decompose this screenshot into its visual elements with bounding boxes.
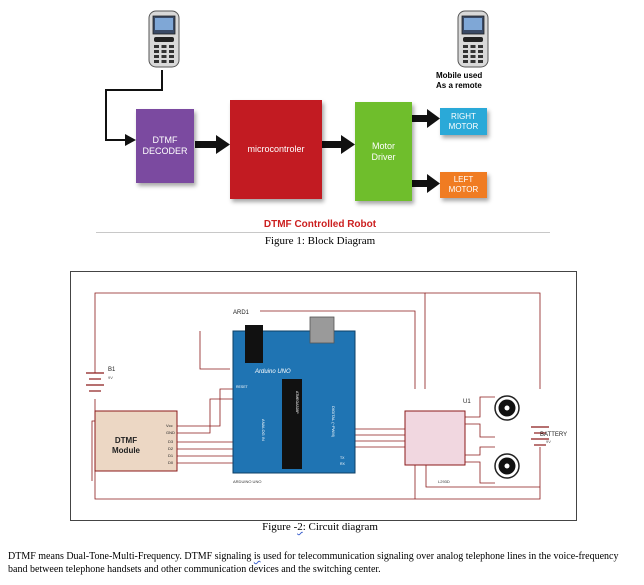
figure2-caption-number: 2: [297, 521, 303, 533]
figure2-caption-prefix: Figure -: [262, 521, 298, 533]
right-motor-line1: RIGHT: [451, 111, 476, 121]
motor-driver-block: Motor Driver: [355, 102, 412, 201]
figure2-caption-suffix: : Circuit diagram: [302, 521, 378, 533]
mobile-remote-label-line1: Mobile used: [436, 71, 483, 80]
paragraph-part1: DTMF means Dual-Tone-Multi-Frequency. DT…: [8, 551, 254, 562]
mobile-remote-label-line2: As a remote: [436, 81, 482, 90]
dtmf-paragraph: DTMF means Dual-Tone-Multi-Frequency. DT…: [8, 550, 638, 576]
left-motor-line2: MOTOR: [448, 185, 479, 194]
mobile-remote-label: Mobile used As a remote: [436, 71, 516, 91]
mobile-phone-left-icon: [147, 10, 181, 68]
motor-driver-line1: Motor: [371, 140, 395, 151]
battery-right-symbol: [531, 426, 549, 446]
right-motor-block: RIGHT MOTOR: [440, 108, 487, 135]
dtmf-pin-d0: D0: [168, 460, 174, 465]
left-motor-line1: LEFT: [453, 175, 474, 184]
rx-pin-label: RX: [340, 462, 346, 466]
block-diagram-connectors: [105, 70, 440, 193]
paragraph-is-word: is: [253, 551, 261, 562]
digital-pwm-label: DIGITAL (~PWM): [331, 406, 336, 438]
right-motor-line2: MOTOR: [448, 121, 479, 131]
figure2-caption: Figure -2: Circuit diagram: [200, 521, 440, 533]
motor-driver-line2: Driver: [371, 151, 396, 162]
left-motor-block: LEFT MOTOR: [440, 172, 487, 198]
battery-label: BATTERY: [540, 432, 567, 438]
figure1-divider: [96, 232, 550, 233]
dtmf-module-line2: Module: [112, 446, 141, 455]
circuit-frame: [70, 271, 577, 521]
paragraph-part2: used for telecommunication signaling ove…: [8, 551, 619, 575]
dtmf-pin-vcc: Vcc: [166, 423, 173, 428]
microcontroller-label: microcontroler: [247, 144, 305, 154]
battery-value: 9V: [546, 439, 551, 444]
circuit-diagram: B1 9V DTMF Module Vcc GND D3 D2 D1 D0 AR…: [86, 292, 567, 500]
dtmf-decoder-line2: DECODER: [142, 146, 188, 156]
arduino-uno-label: Arduino UNO: [254, 369, 291, 375]
tx-pin-label: TX: [340, 456, 345, 460]
microcontroller-block: microcontroler: [230, 100, 322, 199]
dtmf-module-line1: DTMF: [115, 436, 137, 445]
l293d-label: L293D: [438, 479, 450, 484]
dtmf-decoder-block: DTMF DECODER: [136, 109, 194, 183]
reset-pin-label: RESET: [236, 385, 249, 389]
mobile-phone-right-icon: [456, 10, 490, 68]
atmega-label: ATMEGA328P: [295, 391, 299, 414]
motor-bottom-icon: [494, 453, 520, 479]
arduino-board: Arduino UNO ANALOG IN DIGITAL (~PWM) ATM…: [232, 316, 356, 484]
dtmf-pin-d2: D2: [168, 446, 174, 451]
block-diagram-title: DTMF Controlled Robot: [263, 219, 377, 230]
dtmf-pin-d3: D3: [168, 439, 174, 444]
dtmf-decoder-line1: DTMF: [152, 135, 178, 145]
dtmf-pin-gnd: GND: [166, 430, 175, 435]
b1-label: B1: [108, 367, 116, 373]
motor-top-icon: [494, 395, 520, 421]
dtmf-pin-d1: D1: [168, 453, 174, 458]
arduino-bottom-label: ARDUINO UNO: [233, 479, 261, 484]
ard1-label: ARD1: [233, 310, 250, 316]
battery-b1-symbol: [86, 372, 104, 392]
figure1-caption: Figure 1: Block Diagram: [264, 235, 376, 247]
analog-in-label: ANALOG IN: [261, 419, 266, 441]
b1-value: 9V: [108, 375, 113, 380]
u1-label: U1: [463, 399, 471, 405]
